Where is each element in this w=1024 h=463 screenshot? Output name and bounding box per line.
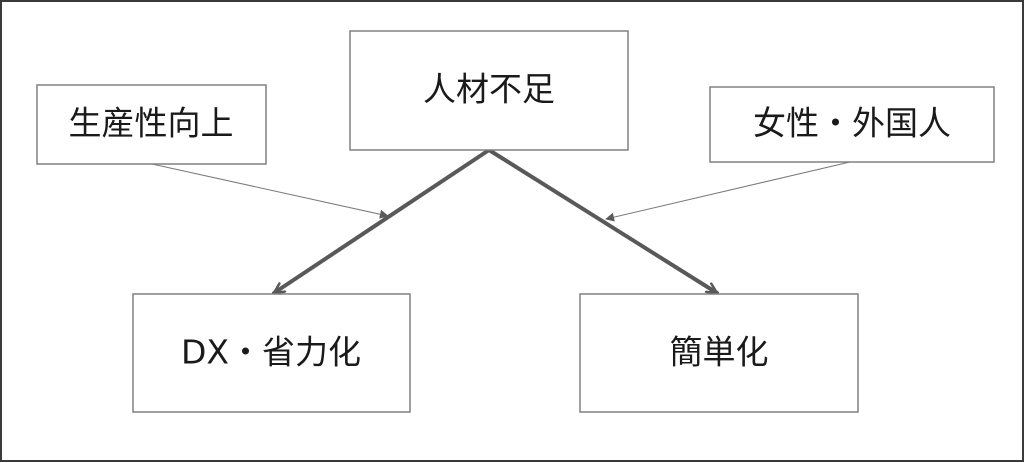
arrow-center-to-simplify bbox=[487, 148, 719, 295]
node-productivity: 生産性向上 bbox=[36, 84, 267, 165]
node-labor-shortage-label: 人材不足 bbox=[423, 70, 555, 109]
node-women-foreigners-label: 女性・外国人 bbox=[753, 104, 951, 143]
node-dx-labor-saving-label: DX・省力化 bbox=[181, 333, 361, 372]
node-women-foreigners: 女性・外国人 bbox=[709, 86, 995, 163]
arrow-productivity-to-main bbox=[151, 163, 389, 219]
node-productivity-label: 生産性向上 bbox=[69, 104, 234, 143]
node-simplification: 簡単化 bbox=[579, 293, 859, 413]
node-labor-shortage: 人材不足 bbox=[349, 30, 629, 151]
node-dx-labor-saving: DX・省力化 bbox=[132, 293, 411, 413]
arrow-center-to-dx bbox=[272, 148, 491, 295]
node-simplification-label: 簡単化 bbox=[670, 333, 769, 372]
arrow-women-foreigners-to-main bbox=[605, 161, 851, 222]
